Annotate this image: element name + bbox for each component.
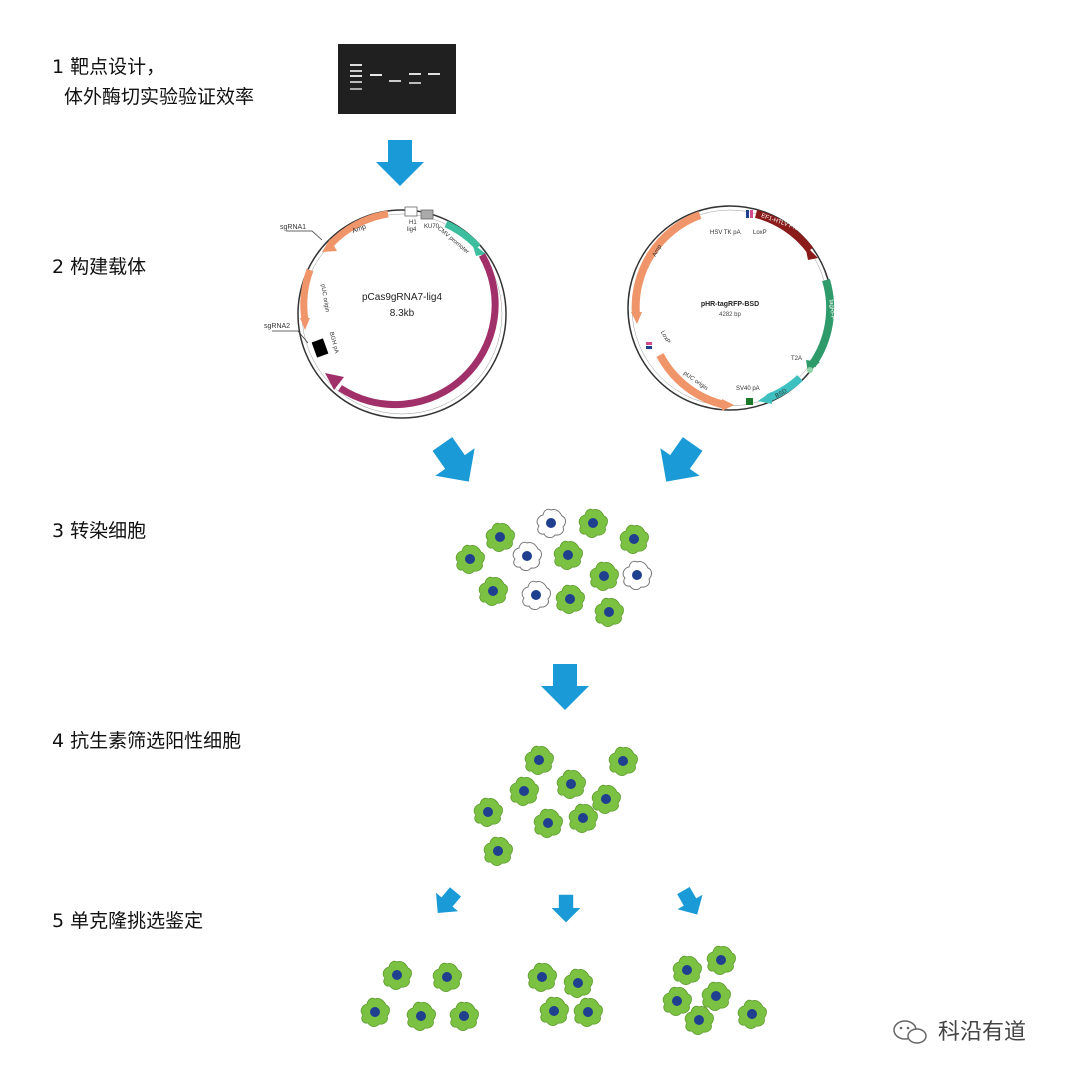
cell-positive: [568, 803, 598, 834]
wechat-icon: [893, 1020, 927, 1044]
arrow-down-2: [541, 664, 589, 710]
cell-transfected: [485, 522, 515, 553]
clone-cell: [382, 960, 412, 991]
t2a-label: T2A: [791, 356, 802, 362]
arrow-down-1: [376, 140, 424, 186]
cell-positive: [483, 836, 513, 867]
bsd-label: BSD: [775, 388, 789, 400]
clone-group-right: [662, 945, 767, 1036]
clone-cell: [563, 968, 593, 999]
cell-positive: [533, 808, 563, 839]
ku70-label: KU70: [424, 224, 440, 230]
cell-transfected: [578, 508, 608, 539]
ef1-label: EF1-HTLV Promoter: [760, 213, 813, 237]
clone-cell: [706, 945, 736, 976]
cell-untransfected: [521, 580, 551, 611]
clone-group-left: [360, 960, 479, 1032]
plasmid-2-name: pHR-tagRFP-BSD: [701, 301, 759, 308]
step-1-label: 1 靶点设计， 体外酶切实验验证效率: [52, 52, 254, 112]
h1-label: H1: [409, 220, 417, 226]
arrow-small-mid: [551, 894, 581, 923]
cell-untransfected: [536, 508, 566, 539]
cell-transfected: [594, 597, 624, 628]
cell-transfected: [478, 576, 508, 607]
clone-cell: [527, 962, 557, 993]
bgh-label: BGH pA: [328, 331, 339, 354]
loxp-left-label: LoxP: [659, 330, 671, 345]
cell-positive: [473, 797, 503, 828]
arrow-small-left: [426, 882, 467, 923]
tagrfp-label: tagRFP: [828, 299, 836, 320]
cell-transfected: [455, 544, 485, 575]
transfected-cells: [455, 508, 652, 628]
sgrna1-label: sgRNA1: [280, 224, 306, 231]
clone-cell: [360, 997, 390, 1028]
step-5-label: 5 单克隆挑选鉴定: [52, 910, 204, 932]
clone-cell: [662, 986, 692, 1017]
plasmid-1-size: 8.3kb: [390, 308, 415, 319]
cell-untransfected: [512, 541, 542, 572]
cell-transfected: [553, 540, 583, 571]
clone-cell: [684, 1005, 714, 1036]
clone-cell: [449, 1001, 479, 1032]
cell-positive: [524, 745, 554, 776]
arrow-small-right: [670, 883, 710, 922]
lig4-label: lig4: [407, 227, 417, 233]
cell-positive: [509, 776, 539, 807]
cell-positive: [591, 784, 621, 815]
puc-label-1: pUC origin: [319, 284, 330, 313]
clone-cell: [573, 997, 603, 1028]
step-4-label: 4 抗生素筛选阳性细胞: [52, 730, 242, 752]
clone-cell: [701, 981, 731, 1012]
watermark-text: 科沿有道: [938, 1020, 1027, 1045]
sgrna2-label: sgRNA2: [264, 323, 290, 330]
gel-image: [338, 44, 456, 114]
cell-transfected: [589, 561, 619, 592]
plasmid-1-map: sgRNA1 sgRNA2 Amp H1 lig4 KU70 CMV promo…: [264, 206, 507, 419]
sv40-label: SV40 pA: [736, 386, 760, 392]
plasmid-1-name: pCas9gRNA7-lig4: [362, 292, 442, 303]
clone-cell: [672, 955, 702, 986]
cell-positive: [556, 769, 586, 800]
plasmid-2-map: HSV TK pA LoxP EF1-HTLV Promoter Amp tag…: [627, 205, 836, 411]
amp-label-2: Amp: [652, 244, 664, 258]
clone-cell: [539, 996, 569, 1027]
step-2-label: 2 构建载体: [52, 256, 147, 278]
step-1-line2: 体外酶切实验验证效率: [64, 86, 255, 108]
plasmid-2-size: 4282 bp: [719, 312, 741, 318]
loxp-top-label: LoxP: [753, 230, 767, 236]
arrow-diag-right: [646, 430, 713, 496]
arrow-diag-left: [422, 430, 489, 496]
amp-label-1: Amp: [351, 224, 367, 236]
step-1-line1: 1 靶点设计，: [52, 56, 166, 78]
cell-transfected: [619, 524, 649, 555]
clone-cell: [737, 999, 767, 1030]
cell-positive: [608, 746, 638, 777]
cell-transfected: [555, 584, 585, 615]
selected-cells: [473, 745, 638, 867]
step-3-label: 3 转染细胞: [52, 520, 147, 542]
clone-cell: [406, 1001, 436, 1032]
clone-cell: [432, 962, 462, 993]
cell-untransfected: [622, 560, 652, 591]
clone-group-middle: [527, 962, 603, 1028]
hsv-label: HSV TK pA: [710, 230, 741, 236]
